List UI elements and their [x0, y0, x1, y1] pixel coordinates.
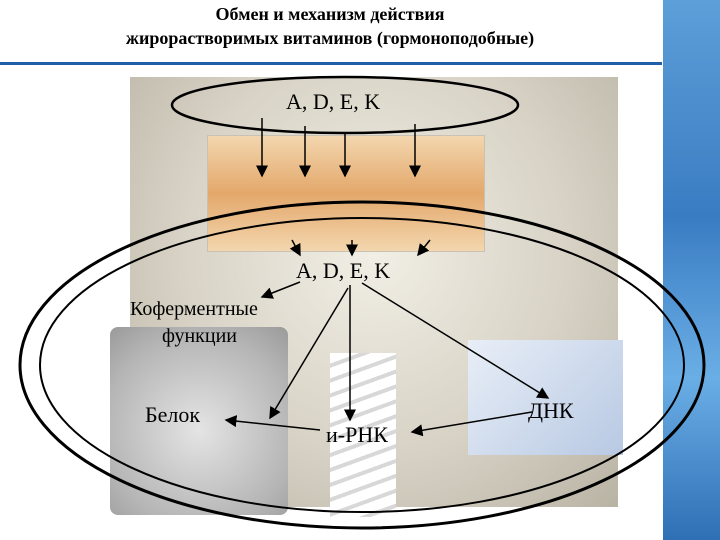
title-underline: [0, 62, 662, 65]
slide-title: Обмен и механизм действия жирорастворимы…: [0, 2, 660, 50]
dna-helix-image: [330, 353, 396, 517]
protein-image: [110, 327, 288, 515]
arrow-to-coenzyme: [260, 281, 301, 299]
title-line-1: Обмен и механизм действия: [215, 4, 445, 24]
top-vitamins-label: A, D, E, K: [286, 89, 381, 114]
arrow-dna-to-mrna: [410, 411, 533, 437]
decorative-side-strip: [663, 0, 720, 540]
coenzyme-label-line-1: Коферментные: [130, 298, 258, 320]
arrow-mrna-to-protein: [224, 415, 321, 431]
title-line-2: жирорастворимых витаминов (гормоноподобн…: [125, 28, 535, 48]
inner-oval: [39, 217, 685, 513]
outer-oval: [18, 200, 706, 530]
arrow-to-dna: [361, 282, 550, 399]
arrow-to-protein-from-mid: [269, 287, 349, 420]
arrow-membrane-right: [417, 239, 431, 257]
dna-label: ДНК: [528, 398, 574, 423]
mid-vitamins-label: A, D, E, K: [296, 258, 391, 283]
coenzyme-label-line-2: функции: [162, 325, 237, 347]
arrow-membrane-left: [289, 239, 301, 257]
protein-label: Белок: [145, 402, 201, 427]
mrna-label: и-РНК: [326, 422, 388, 447]
